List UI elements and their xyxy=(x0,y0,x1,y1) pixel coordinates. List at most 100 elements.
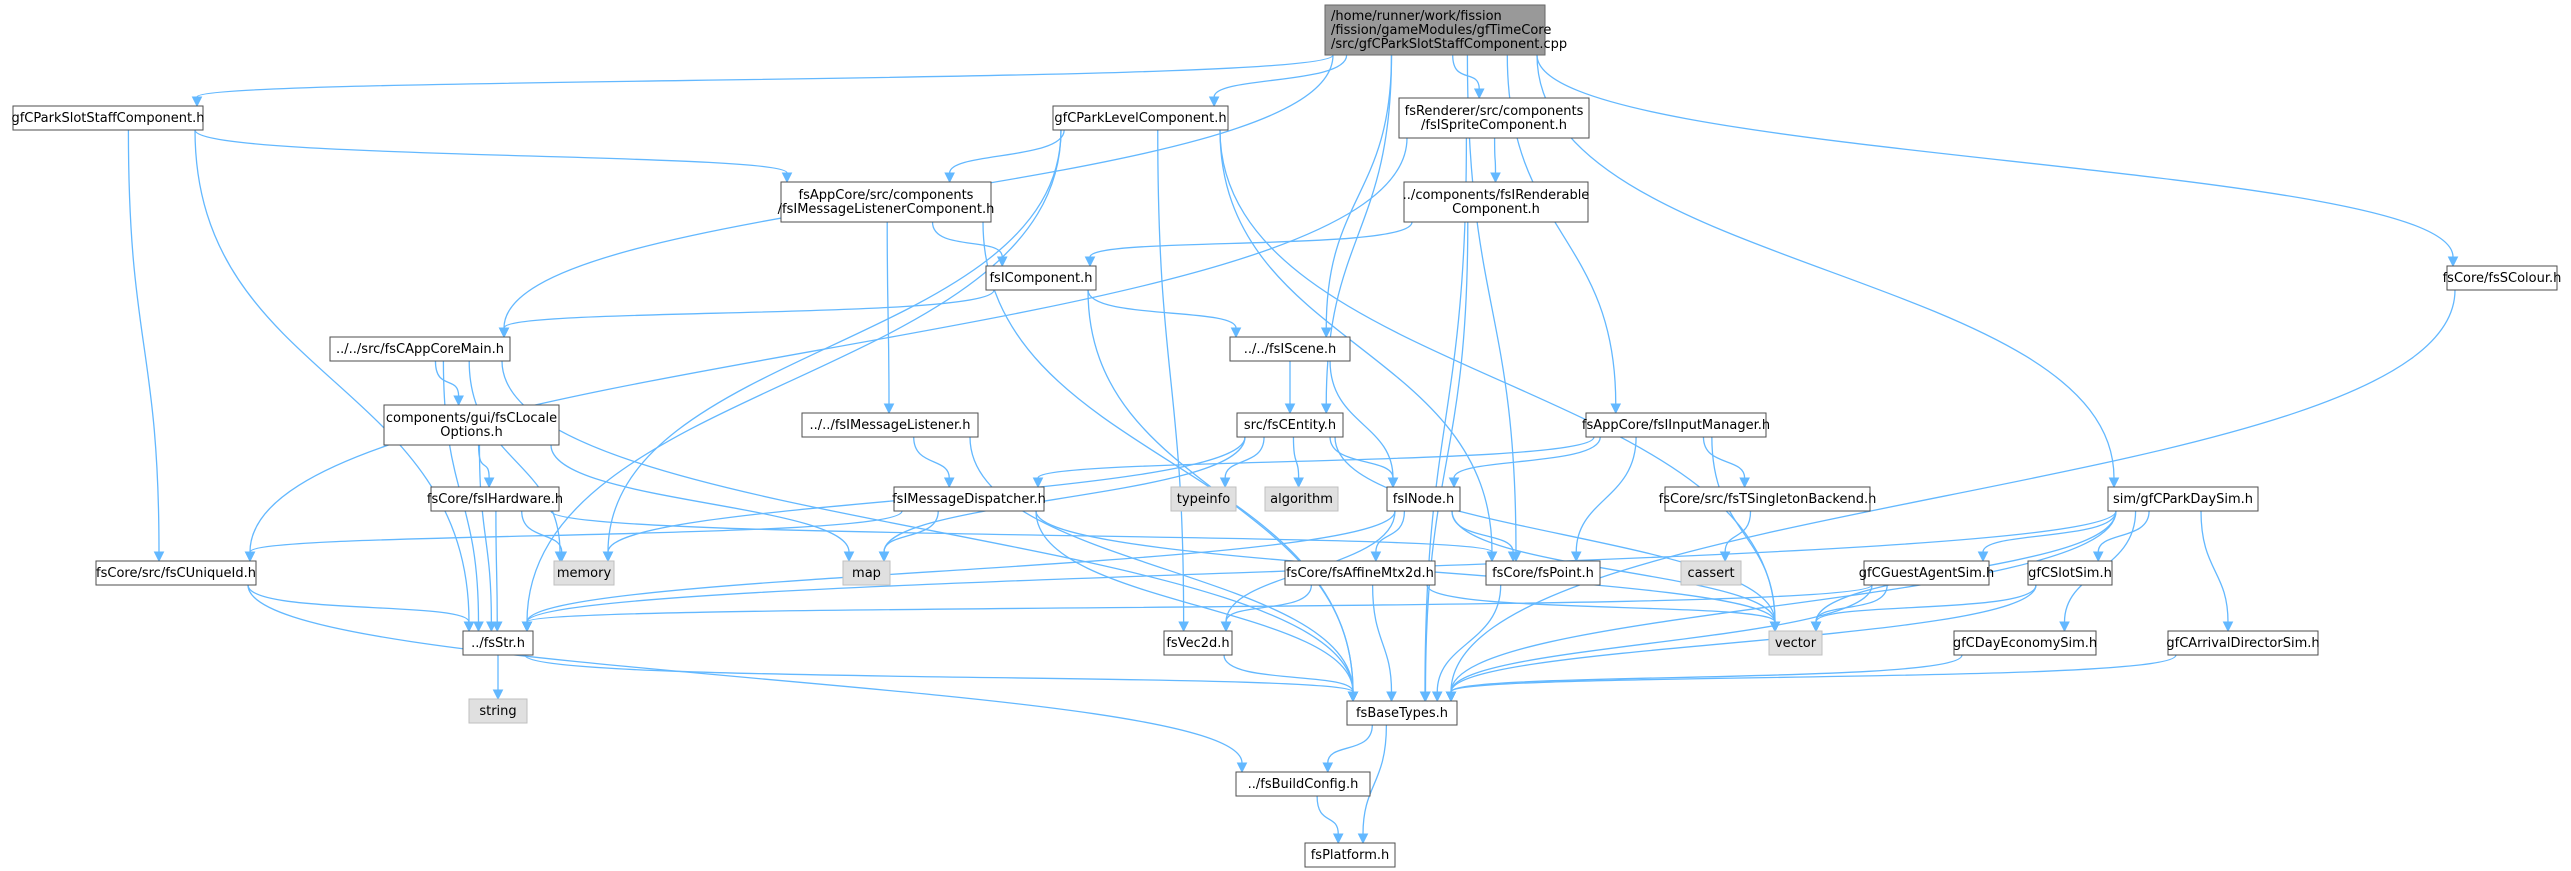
edge-gfCParkSlotStaffComponent-to-fsCUniqueId xyxy=(127,129,160,553)
node-fsIScene[interactable]: ../../fsIScene.h xyxy=(1229,336,1351,362)
node-box[interactable] xyxy=(893,486,1045,512)
node-box[interactable] xyxy=(1585,412,1767,438)
edge-arrowhead xyxy=(781,172,793,184)
node-fsSColour[interactable]: fsCore/fsSColour.h xyxy=(2443,265,2562,291)
node-box[interactable] xyxy=(462,630,534,656)
node-box[interactable] xyxy=(2167,630,2319,656)
node-box[interactable] xyxy=(12,105,204,131)
node-box[interactable] xyxy=(383,404,560,446)
node-gfCParkDaySim[interactable]: sim/gfCParkDaySim.h xyxy=(2107,486,2259,512)
node-gfCArrivalDirectorSim[interactable]: gfCArrivalDirectorSim.h xyxy=(2166,630,2320,656)
node-algorithm[interactable]: algorithm xyxy=(1264,486,1339,512)
node-fsISpriteComponent[interactable]: fsRenderer/src/components/fsISpriteCompo… xyxy=(1398,97,1590,139)
node-fsINode[interactable]: fsINode.h xyxy=(1386,486,1461,512)
node-typeinfo[interactable]: typeinfo xyxy=(1170,486,1237,512)
node-box[interactable] xyxy=(1264,486,1339,512)
node-fsCUniqueId[interactable]: fsCore/src/fsCUniqueId.h xyxy=(95,560,257,586)
node-fsIHardware[interactable]: fsCore/fsIHardware.h xyxy=(427,486,563,512)
node-fsIMessageListener[interactable]: ../../fsIMessageListener.h xyxy=(801,412,979,438)
edge-fsCEntity-to-fsINode xyxy=(1329,436,1394,479)
node-fsVec2d[interactable]: fsVec2d.h xyxy=(1163,630,1233,656)
node-box[interactable] xyxy=(985,265,1097,291)
node-box[interactable] xyxy=(1398,97,1590,139)
edge-fsIMessageDispatcher-to-map xyxy=(883,510,939,553)
edge-arrowhead xyxy=(883,403,895,415)
edge-gfCSlotSim-to-vector xyxy=(1815,584,2037,623)
node-string[interactable]: string xyxy=(468,698,528,724)
node-box[interactable] xyxy=(801,412,979,438)
node-gfCGuestAgentSim[interactable]: gfCGuestAgentSim.h xyxy=(1859,560,1994,586)
node-box[interactable] xyxy=(1170,486,1237,512)
node-box[interactable] xyxy=(1386,486,1461,512)
node-box[interactable] xyxy=(780,181,992,223)
node-box[interactable] xyxy=(1229,336,1351,362)
node-label: map xyxy=(852,566,881,581)
node-box[interactable] xyxy=(2446,265,2558,291)
node-box[interactable] xyxy=(329,336,511,362)
node-box[interactable] xyxy=(1324,4,1546,56)
node-box[interactable] xyxy=(2107,486,2259,512)
node-box[interactable] xyxy=(1485,560,1601,586)
edge-arrowhead xyxy=(1977,551,1989,563)
node-gfCParkSlotStaffComponent[interactable]: gfCParkSlotStaffComponent.h xyxy=(11,105,205,131)
node-box[interactable] xyxy=(1052,105,1229,131)
node-fsCAppCoreMain[interactable]: ../../src/fsCAppCoreMain.h xyxy=(329,336,511,362)
edge-fsISpriteComponent-to-fsIRenderableComponent xyxy=(1493,137,1497,174)
node-box[interactable] xyxy=(1284,560,1436,586)
node-fsPlatform[interactable]: fsPlatform.h xyxy=(1304,842,1396,868)
edge-arrowhead xyxy=(1370,551,1382,563)
node-box[interactable] xyxy=(1680,560,1742,586)
node-box[interactable] xyxy=(1403,181,1589,223)
edge-arrowhead xyxy=(2447,256,2459,268)
node-box[interactable] xyxy=(1863,560,1990,586)
node-root[interactable]: /home/runner/work/fission/fission/gameMo… xyxy=(1324,4,1567,56)
node-box[interactable] xyxy=(1235,771,1371,797)
node-gfCSlotSim[interactable]: gfCSlotSim.h xyxy=(2027,560,2113,586)
node-box[interactable] xyxy=(468,698,528,724)
node-fsIMessageListenerComponent[interactable]: fsAppCore/src/components/fsIMessageListe… xyxy=(778,181,995,223)
node-fsIMessageDispatcher[interactable]: fsIMessageDispatcher.h xyxy=(892,486,1046,512)
node-box[interactable] xyxy=(1304,842,1396,868)
node-fsAffineMtx2d[interactable]: fsCore/fsAffineMtx2d.h xyxy=(1284,560,1436,586)
node-fsTSingletonBackend[interactable]: fsCore/src/fsTSingletonBackend.h xyxy=(1659,486,1877,512)
node-label: fsCore/fsPoint.h xyxy=(1492,566,1594,581)
node-box[interactable] xyxy=(1953,630,2097,656)
node-vector[interactable]: vector xyxy=(1768,630,1823,656)
node-box[interactable] xyxy=(2027,560,2113,586)
node-fsIInputManager[interactable]: fsAppCore/fsIInputManager.h xyxy=(1582,412,1770,438)
node-fsBaseTypes[interactable]: fsBaseTypes.h xyxy=(1346,700,1458,726)
node-map[interactable]: map xyxy=(842,560,891,586)
node-box[interactable] xyxy=(1768,630,1823,656)
node-gfCDayEconomySim[interactable]: gfCDayEconomySim.h xyxy=(1953,630,2097,656)
node-label: ../components/fsIRenderable xyxy=(1403,188,1590,203)
node-label: components/gui/fsCLocale xyxy=(386,411,557,426)
node-box[interactable] xyxy=(1236,412,1344,438)
edge-arrowhead xyxy=(996,256,1008,268)
edge-arrowhead xyxy=(1507,551,1519,563)
edge-fsCLocaleOptions-to-fsStr xyxy=(478,444,493,623)
node-fsIComponent[interactable]: fsIComponent.h xyxy=(985,265,1097,291)
node-box[interactable] xyxy=(1346,700,1458,726)
node-fsBuildConfig[interactable]: ../fsBuildConfig.h xyxy=(1235,771,1371,797)
node-cassert[interactable]: cassert xyxy=(1680,560,1742,586)
node-fsStr[interactable]: ../fsStr.h xyxy=(462,630,534,656)
nodes-layer: /home/runner/work/fission/fission/gameMo… xyxy=(11,4,2562,868)
node-fsPoint[interactable]: fsCore/fsPoint.h xyxy=(1485,560,1601,586)
node-gfCParkLevelComponent[interactable]: gfCParkLevelComponent.h xyxy=(1052,105,1229,131)
edge-arrowhead xyxy=(1322,762,1334,774)
edge-arrowhead xyxy=(943,477,955,489)
node-label: fsBaseTypes.h xyxy=(1356,706,1448,721)
node-memory[interactable]: memory xyxy=(553,560,615,586)
node-fsCEntity[interactable]: src/fsCEntity.h xyxy=(1236,412,1344,438)
node-box[interactable] xyxy=(842,560,891,586)
node-label: fsCore/src/fsTSingletonBackend.h xyxy=(1659,492,1877,507)
edge-fsINode-to-fsStr xyxy=(526,510,1396,623)
node-box[interactable] xyxy=(1664,486,1871,512)
node-box[interactable] xyxy=(553,560,615,586)
node-box[interactable] xyxy=(1163,630,1233,656)
node-box[interactable] xyxy=(430,486,560,512)
node-box[interactable] xyxy=(95,560,257,586)
